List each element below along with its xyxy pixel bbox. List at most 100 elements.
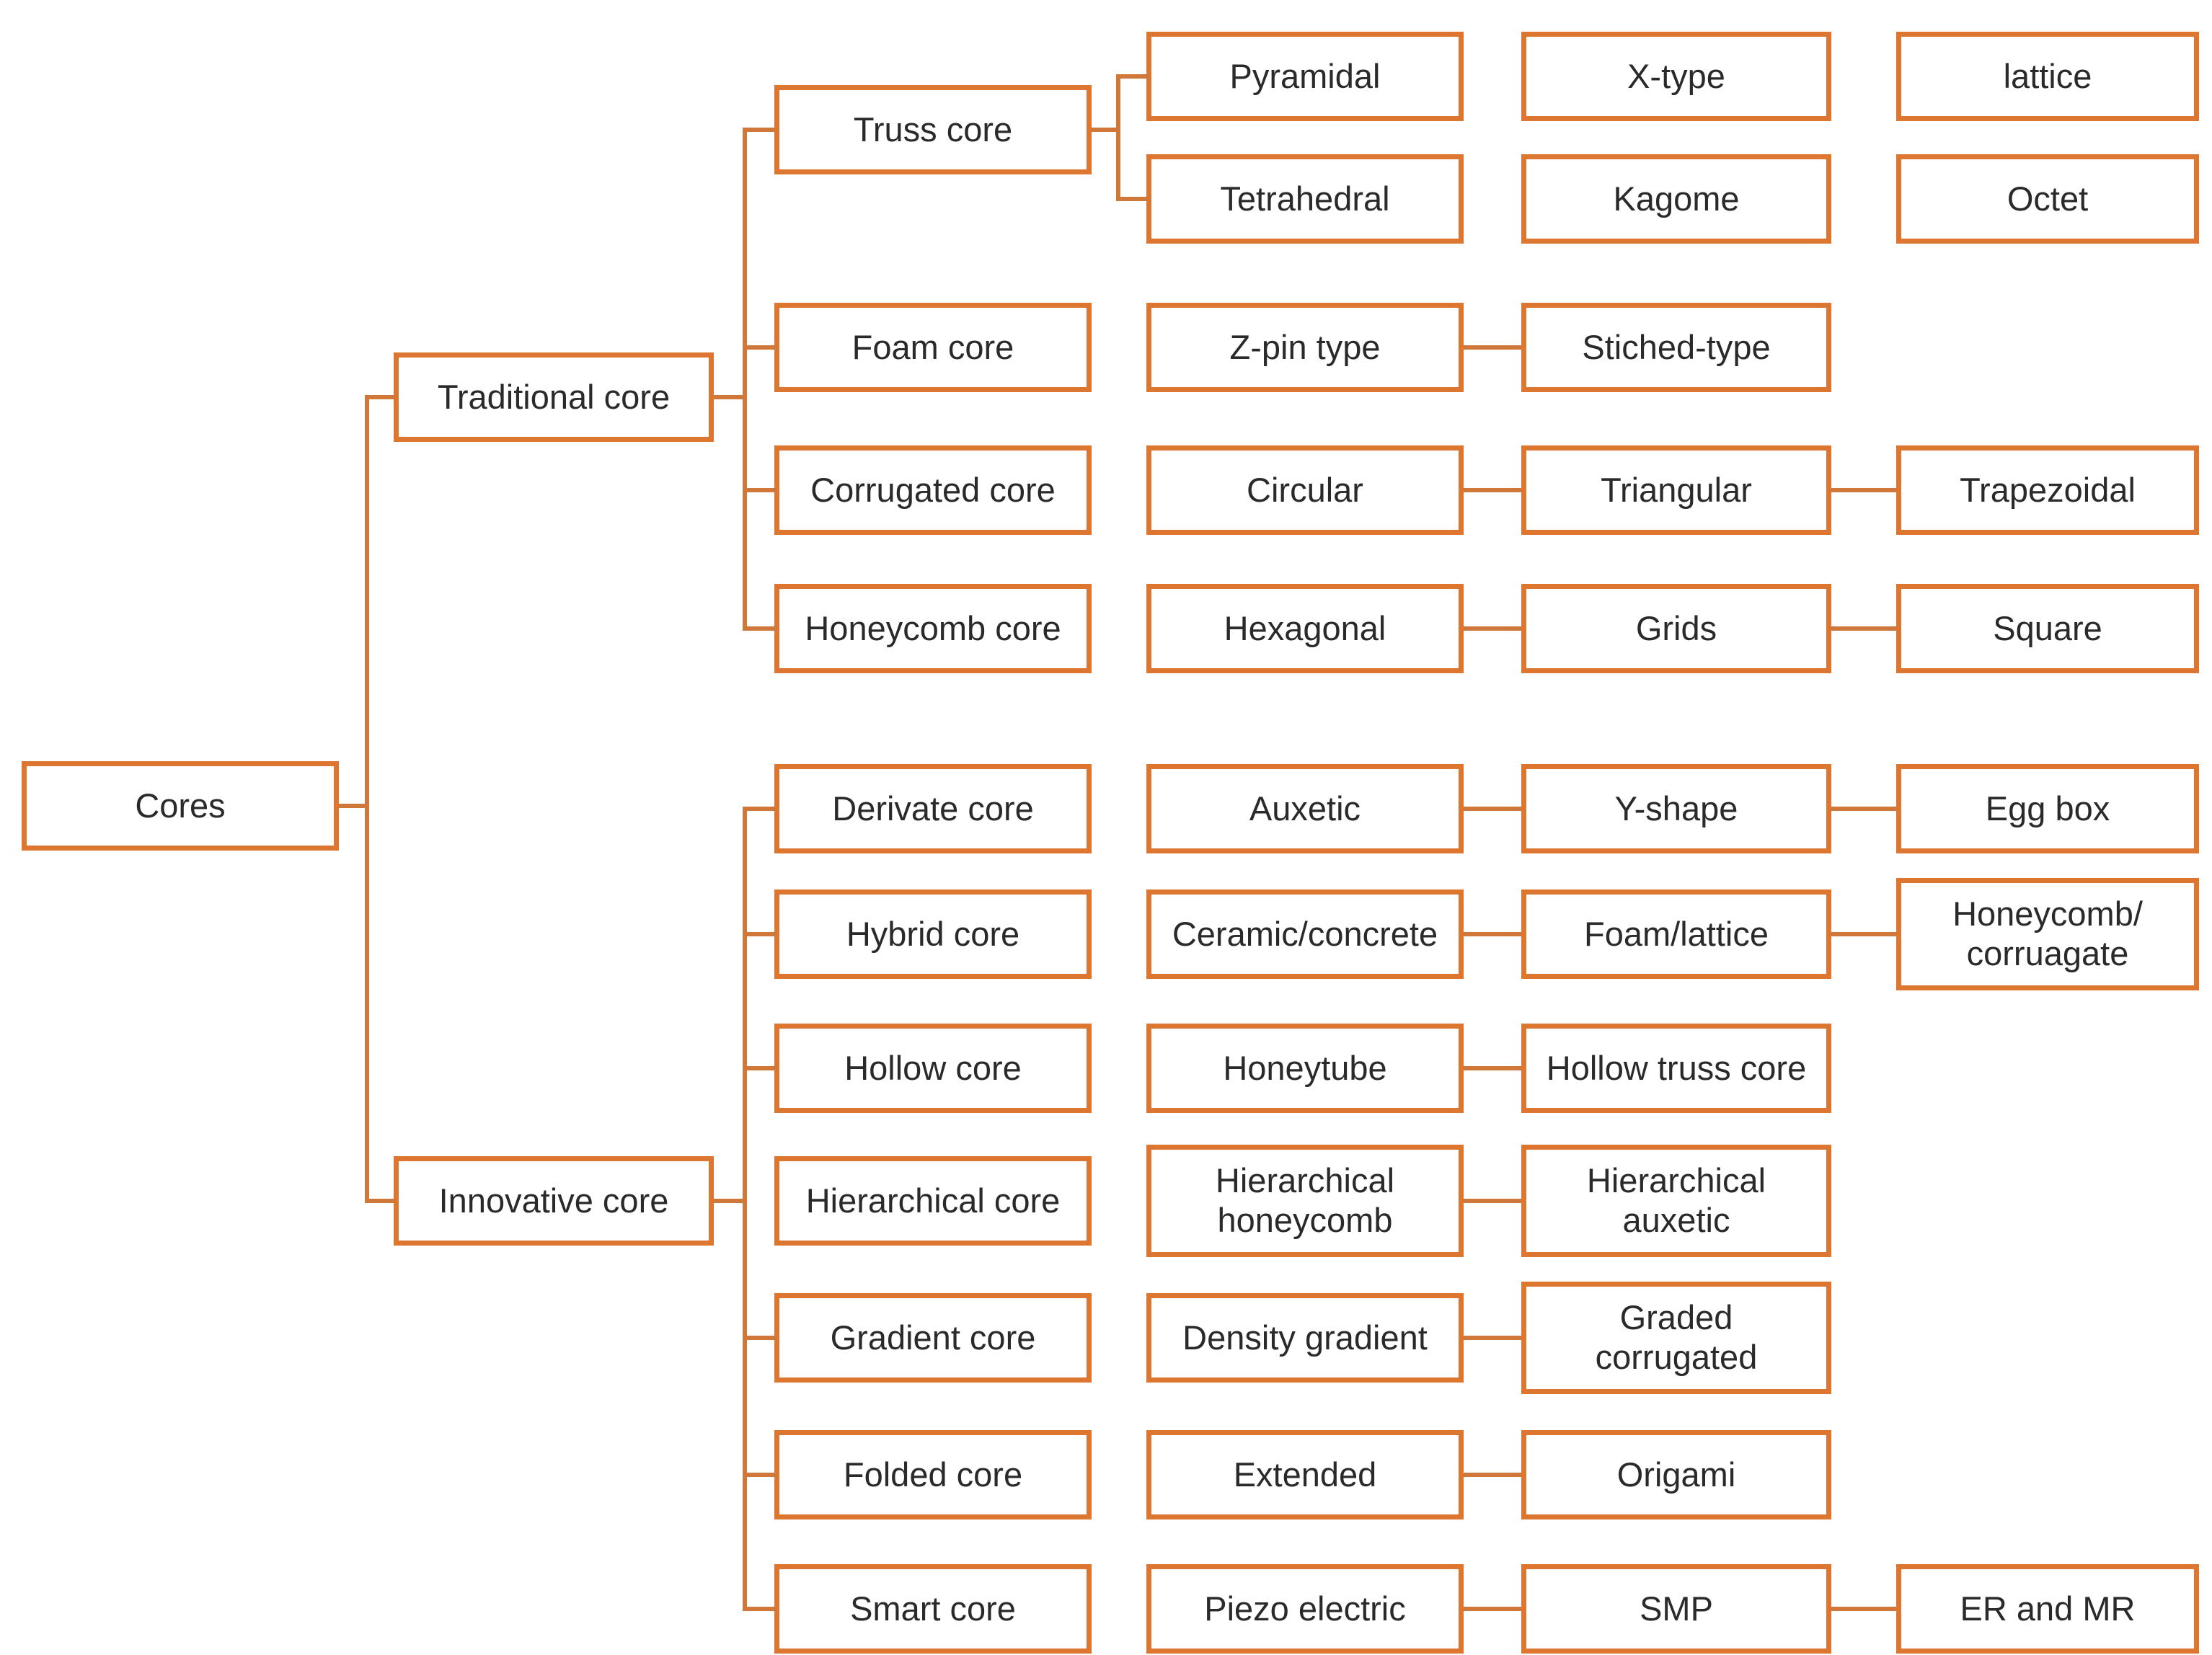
connector-foamlattice-honeycorr [1831, 932, 1896, 936]
node-label: ER and MR [1960, 1589, 2136, 1628]
node-label: Innovative core [438, 1181, 669, 1220]
node-y-shape: Y-shape [1521, 764, 1831, 853]
node-label: Y-shape [1614, 789, 1738, 828]
node-foam-lattice: Foam/lattice [1521, 889, 1831, 979]
node-label: Hexagonal [1224, 608, 1386, 647]
node-hierarchical-core: Hierarchical core [774, 1156, 1092, 1246]
connector-hexagonal-grids [1464, 626, 1521, 631]
connector-cores-stub [339, 804, 368, 808]
connector-elbow-tetrahedral [1116, 197, 1149, 201]
connector-elbow-derivate [743, 807, 777, 811]
node-square: Square [1896, 584, 2199, 673]
connector-truss-stub [1092, 128, 1119, 132]
connector-smp-erandmr [1831, 1607, 1896, 1611]
node-label: Ceramic/concrete [1172, 914, 1438, 953]
connector-elbow-folded [743, 1473, 777, 1477]
node-label: lattice [2003, 56, 2092, 95]
connector-elbow-corrugated [743, 488, 777, 492]
node-label: Trapezoidal [1960, 470, 2136, 509]
node-innovative-core: Innovative core [394, 1156, 714, 1246]
node-label: Hierarchical auxetic [1586, 1161, 1766, 1239]
connector-honeytube-hollowtruss [1464, 1066, 1521, 1070]
node-label: Square [1993, 608, 2102, 647]
node-hollow-truss-core: Hollow truss core [1521, 1024, 1831, 1113]
node-label: Gradient core [830, 1318, 1036, 1357]
node-label: Auxetic [1249, 789, 1361, 828]
node-er-and-mr: ER and MR [1896, 1564, 2199, 1654]
node-extended: Extended [1146, 1430, 1464, 1519]
node-cores: Cores [22, 761, 339, 851]
node-label: Circular [1247, 470, 1363, 509]
node-grids: Grids [1521, 584, 1831, 673]
connector-traditional-stub [714, 395, 746, 399]
node-label: Foam/lattice [1584, 914, 1769, 953]
connector-triangular-trapezoidal [1831, 488, 1896, 492]
connector-traditional-trunk [743, 128, 747, 631]
node-label: Honeycomb/ corruagate [1952, 895, 2143, 972]
node-label: Stiched-type [1582, 327, 1771, 366]
node-honeycomb-core: Honeycomb core [774, 584, 1092, 673]
node-stiched-type: Stiched-type [1521, 303, 1831, 392]
node-label: Honeytube [1223, 1048, 1387, 1087]
connector-elbow-honeycomb [743, 626, 777, 631]
node-label: Piezo electric [1204, 1589, 1406, 1628]
node-hierarchical-auxetic: Hierarchical auxetic [1521, 1145, 1831, 1257]
connector-auxetic-yshape [1464, 807, 1521, 811]
connector-piezo-smp [1464, 1607, 1521, 1611]
node-honeytube: Honeytube [1146, 1024, 1464, 1113]
node-label: Density gradient [1182, 1318, 1428, 1357]
node-derivate-core: Derivate core [774, 764, 1092, 853]
node-label: Corrugated core [810, 470, 1056, 509]
node-traditional-core: Traditional core [394, 352, 714, 442]
node-z-pin-type: Z-pin type [1146, 303, 1464, 392]
node-label: Octet [2007, 179, 2089, 218]
node-label: Graded corrugated [1595, 1298, 1758, 1376]
node-corrugated-core: Corrugated core [774, 445, 1092, 535]
node-label: Kagome [1613, 179, 1740, 218]
node-hierarchical-honeycomb: Hierarchical honeycomb [1146, 1145, 1464, 1257]
node-label: Tetrahedral [1220, 179, 1390, 218]
node-label: Truss core [853, 110, 1013, 148]
node-hollow-core: Hollow core [774, 1024, 1092, 1113]
connector-elbow-traditional [365, 395, 397, 399]
node-label: Origami [1616, 1455, 1736, 1494]
node-label: Derivate core [832, 789, 1034, 828]
node-label: Hierarchical honeycomb [1215, 1161, 1395, 1239]
node-hybrid-core: Hybrid core [774, 889, 1092, 979]
connector-main-trunk [365, 395, 369, 1203]
node-gradient-core: Gradient core [774, 1293, 1092, 1383]
node-lattice: lattice [1896, 32, 2199, 121]
connector-elbow-pyramidal [1116, 74, 1149, 79]
connector-innovative-trunk [743, 807, 747, 1611]
node-label: Cores [135, 786, 226, 825]
connector-elbow-hybrid [743, 932, 777, 936]
node-origami: Origami [1521, 1430, 1831, 1519]
node-label: Triangular [1601, 470, 1752, 509]
connector-grids-square [1831, 626, 1896, 631]
node-auxetic: Auxetic [1146, 764, 1464, 853]
connector-elbow-foam [743, 345, 777, 350]
node-label: Hierarchical core [805, 1181, 1061, 1220]
node-density-gradient: Density gradient [1146, 1293, 1464, 1383]
connector-circular-triangular [1464, 488, 1521, 492]
connector-density-graded [1464, 1336, 1521, 1340]
connector-yshape-eggbox [1831, 807, 1896, 811]
node-graded-corrugated: Graded corrugated [1521, 1282, 1831, 1394]
connector-ceramic-foamlattice [1464, 932, 1521, 936]
node-pyramidal: Pyramidal [1146, 32, 1464, 121]
connector-truss-bracket [1116, 74, 1120, 201]
node-piezo-electric: Piezo electric [1146, 1564, 1464, 1654]
connector-elbow-innovative [365, 1199, 397, 1203]
node-label: Folded core [843, 1455, 1023, 1494]
node-egg-box: Egg box [1896, 764, 2199, 853]
node-truss-core: Truss core [774, 85, 1092, 174]
node-triangular: Triangular [1521, 445, 1831, 535]
node-honeycomb-corruagate: Honeycomb/ corruagate [1896, 878, 2199, 990]
node-label: Honeycomb core [805, 608, 1061, 647]
node-octet: Octet [1896, 154, 2199, 244]
node-smp: SMP [1521, 1564, 1831, 1654]
node-label: Smart core [850, 1589, 1016, 1628]
connector-hierhoney-hieraux [1464, 1199, 1521, 1203]
connector-elbow-smart [743, 1607, 777, 1611]
